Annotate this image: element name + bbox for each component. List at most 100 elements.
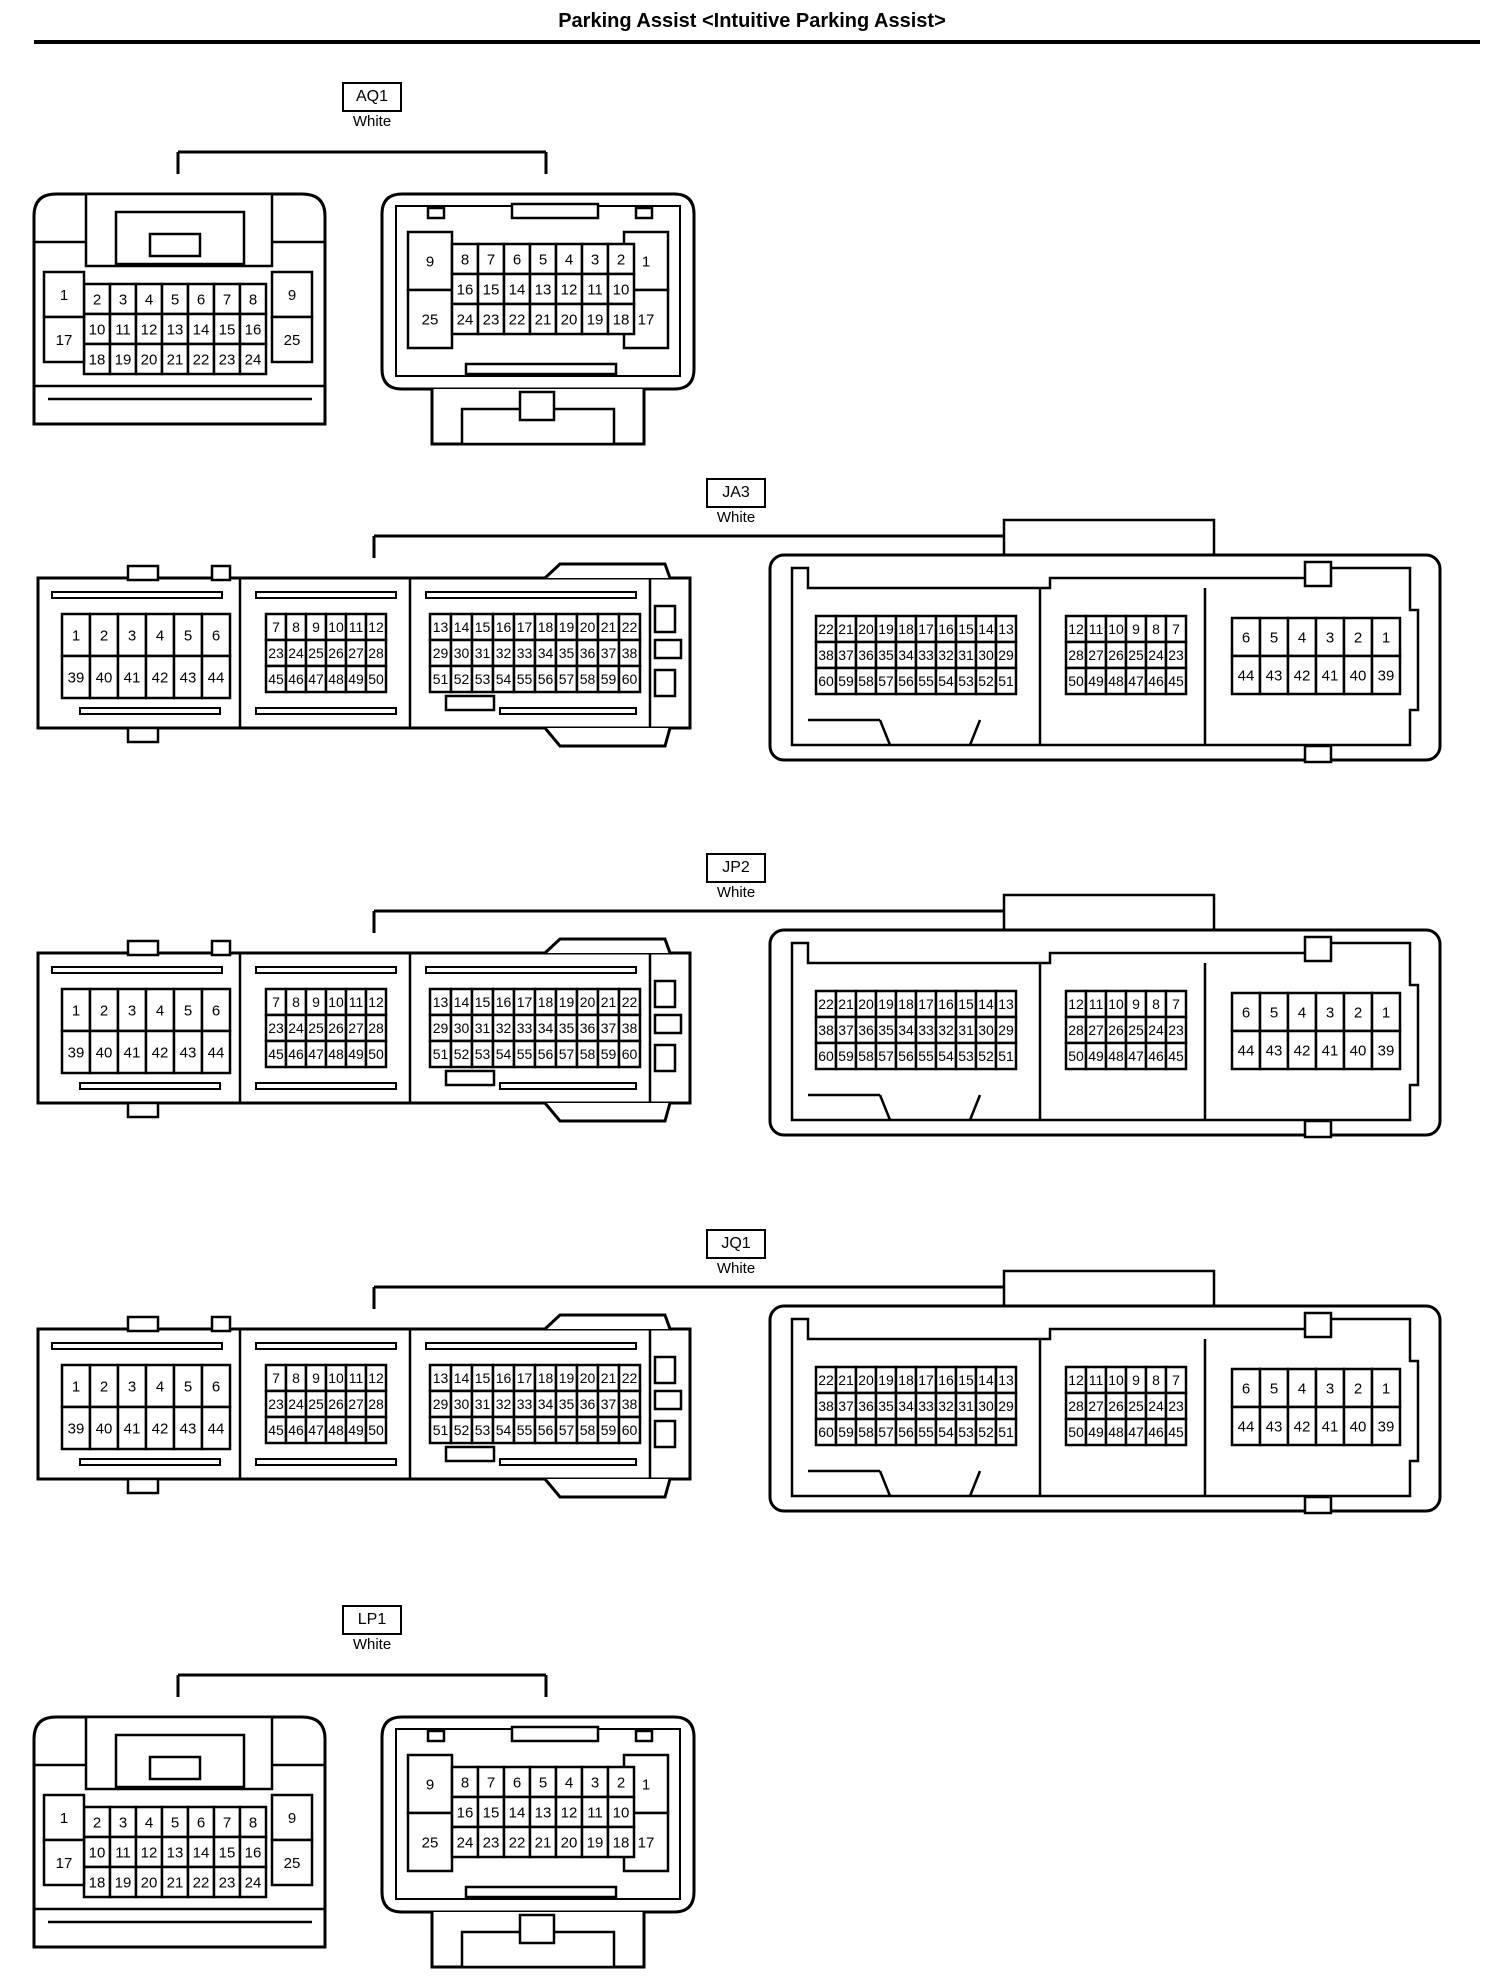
- pin-number: 6: [1242, 629, 1250, 646]
- pin-cell: [854, 1391, 878, 1421]
- pin-number: 50: [368, 1046, 384, 1062]
- pin-number: 20: [141, 1874, 158, 1891]
- pin-cell: [894, 1015, 918, 1045]
- pin-number: 42: [1294, 667, 1311, 684]
- pin-number: 8: [1152, 996, 1160, 1012]
- pin-number: 22: [622, 619, 638, 635]
- pin-number: 60: [622, 1422, 638, 1438]
- pin-cell: [212, 312, 242, 346]
- pin-cell: [874, 640, 898, 670]
- pin-cell: [1230, 991, 1262, 1033]
- pin-number: 4: [145, 291, 153, 308]
- pin-cell: [1084, 640, 1108, 670]
- pin-cell: [554, 664, 579, 694]
- pin-number: 13: [433, 1370, 449, 1386]
- pin-cell: [476, 302, 506, 336]
- pin-number: 19: [559, 1370, 575, 1386]
- pin-cell: [364, 1363, 388, 1393]
- pin-cell: [1104, 666, 1128, 696]
- pin-cell: [814, 640, 838, 670]
- pin-number: 7: [223, 291, 231, 308]
- pin-number: 27: [1088, 1398, 1104, 1414]
- pin-number: 2: [617, 1774, 625, 1791]
- pin-number: 43: [1266, 1418, 1283, 1435]
- pin-number: 11: [587, 281, 603, 298]
- pin-cell: [502, 302, 532, 336]
- right-side-pins-a: 925: [406, 230, 454, 350]
- pin-number: 48: [328, 1046, 344, 1062]
- pin-cell: [580, 1765, 610, 1799]
- pin-cell: [304, 1389, 328, 1419]
- pin-cell: [1164, 1391, 1188, 1421]
- pin-cell: [88, 612, 120, 658]
- pin-cell: [1064, 1417, 1088, 1447]
- pin-number: 53: [475, 1422, 491, 1438]
- pin-number: 2: [100, 627, 108, 644]
- pin-number: 44: [208, 1044, 225, 1061]
- pin-number: 56: [898, 1424, 914, 1440]
- pin-cell: [554, 987, 579, 1017]
- pin-number: 33: [517, 1396, 533, 1412]
- pin-cell: [470, 612, 495, 642]
- pin-number: 39: [68, 669, 85, 686]
- pin-cell: [894, 614, 918, 644]
- connector-id: JA3: [706, 478, 766, 508]
- pin-number: 45: [268, 1046, 284, 1062]
- pin-number: 11: [349, 1370, 364, 1386]
- pin-number: 1: [60, 1810, 68, 1827]
- pin-cell: [160, 1835, 190, 1869]
- pin-number: 31: [475, 1396, 491, 1412]
- pin-cell: [502, 1795, 532, 1829]
- pin-number: 55: [517, 671, 533, 687]
- pin-number: 7: [1172, 1372, 1180, 1388]
- pin-cell: [304, 638, 328, 668]
- pin-number: 21: [838, 621, 854, 637]
- pin-number: 15: [958, 621, 974, 637]
- pin-number: 37: [601, 1020, 617, 1036]
- pin-cell: [554, 1389, 579, 1419]
- left-side-pins-b: 925: [270, 1793, 314, 1887]
- pin-cell: [304, 612, 328, 642]
- pin-number: 36: [858, 647, 874, 663]
- pin-cell: [554, 1765, 584, 1799]
- pin-cell: [554, 1363, 579, 1393]
- pin-number: 31: [475, 1020, 491, 1036]
- pin-cell: [270, 270, 314, 319]
- pin-number: 60: [622, 671, 638, 687]
- pin-number: 1: [72, 1002, 80, 1019]
- pin-cell: [502, 1765, 532, 1799]
- pin-cell: [60, 1363, 92, 1409]
- pin-number: 35: [878, 1398, 894, 1414]
- pin-cell: [284, 1013, 308, 1043]
- pin-number: 21: [838, 1372, 854, 1388]
- pin-cell: [304, 1039, 328, 1069]
- pin-number: 8: [249, 291, 257, 308]
- pin-number: 25: [1128, 1398, 1144, 1414]
- pin-number: 39: [68, 1420, 85, 1437]
- pin-number: 6: [513, 251, 521, 268]
- pin-cell: [554, 1013, 579, 1043]
- pin-cell: [954, 989, 978, 1019]
- pin-number: 12: [1068, 996, 1084, 1012]
- pin-cell: [554, 272, 584, 306]
- pin-cell: [60, 987, 92, 1033]
- pin-number: 3: [591, 1774, 599, 1791]
- pin-number: 2: [100, 1378, 108, 1395]
- pin-cell: [554, 1039, 579, 1069]
- pin-number: 22: [193, 1874, 210, 1891]
- pin-number: 58: [858, 1048, 874, 1064]
- pin-cell: [533, 1415, 558, 1445]
- pin-number: 23: [268, 1396, 284, 1412]
- left-side-pins-a: 117: [42, 270, 86, 364]
- pin-cell: [994, 666, 1018, 696]
- pin-cell: [476, 1765, 506, 1799]
- pin-cell: [200, 987, 232, 1033]
- pin-number: 45: [268, 1422, 284, 1438]
- pin-number: 15: [958, 1372, 974, 1388]
- pin-cell: [116, 987, 148, 1033]
- pin-cell: [238, 312, 268, 346]
- pin-cell: [449, 612, 474, 642]
- pin-number: 12: [561, 1804, 578, 1821]
